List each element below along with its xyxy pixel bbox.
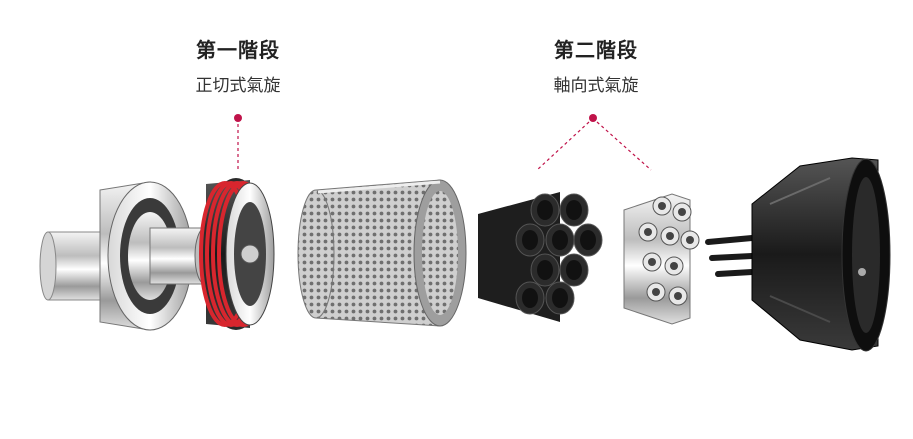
second-stage-cyclone-icon (623, 193, 700, 325)
stage-one-label: 第一階段 正切式氣旋 (178, 34, 298, 96)
stage-two-subtitle: 軸向式氣旋 (553, 76, 639, 96)
stage-two-title: 第二階段 (554, 38, 638, 62)
stage-one-pointer (234, 114, 242, 172)
stage-two-label: 第二階段 軸向式氣旋 (536, 34, 656, 96)
first-stage-cyclone-icon (199, 178, 275, 330)
cyclone-cones-icon (478, 192, 603, 322)
stage-two-pointer (536, 114, 652, 171)
stage-one-subtitle: 正切式氣旋 (195, 76, 281, 96)
stage-one-title: 第一階段 (196, 38, 280, 62)
outer-bin-icon (39, 181, 216, 331)
mesh-shroud-icon (297, 179, 467, 327)
motor-housing-icon (705, 157, 891, 352)
